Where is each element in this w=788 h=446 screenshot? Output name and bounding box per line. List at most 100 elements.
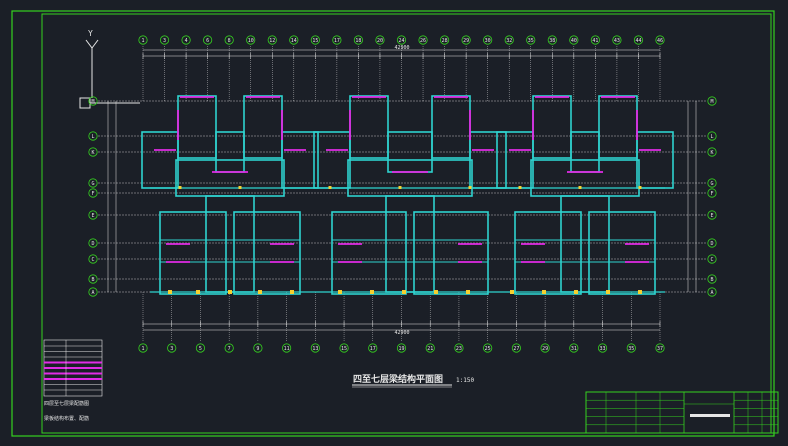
legend-caption-1: 四层至七层梁配筋图: [44, 400, 89, 407]
axis-bubble-left: F: [88, 188, 98, 198]
axis-bubble-circle: [353, 35, 364, 45]
column: [290, 290, 294, 294]
axis-bubble-bottom: 1: [138, 343, 148, 353]
axis-bubble-top: 4: [181, 35, 191, 45]
ucs-icon: [79, 39, 140, 109]
wall-room: [177, 95, 217, 159]
wall-room: [413, 211, 489, 295]
axis-bubble-label: 17: [370, 346, 376, 352]
column: [434, 290, 438, 294]
axis-bubble-circle: [267, 35, 277, 45]
column: [402, 290, 406, 294]
axis-bubble-label: B: [710, 277, 713, 283]
axis-bubble-right: B: [707, 274, 717, 284]
title-block-frame: [585, 391, 779, 434]
axis-bubble-bottom: 9: [253, 343, 263, 353]
axis-bubble-label: M: [91, 99, 94, 105]
axis-bubble-top: 38: [547, 35, 557, 45]
axis-bubble-circle: [224, 343, 234, 353]
axis-bubble-top: 35: [526, 35, 536, 45]
axis-bubble-circle: [88, 178, 98, 188]
axis-bubble-bottom: 17: [368, 343, 378, 353]
axis-bubble-label: K: [91, 150, 94, 156]
axis-bubble-label: K: [710, 150, 713, 156]
legend-table: [43, 339, 103, 397]
axis-bubble-circle: [461, 35, 471, 45]
axis-bubble-label: 43: [614, 38, 620, 44]
axis-bubble-bottom: 11: [282, 343, 292, 353]
axis-bubble-label: 40: [571, 38, 577, 44]
axis-bubble-circle: [88, 274, 98, 284]
axis-bubble-bottom: 33: [597, 343, 608, 353]
axis-bubble-top: 29: [461, 35, 471, 45]
axis-bubble-top: 32: [504, 35, 514, 45]
axis-bubble-label: 13: [312, 346, 318, 352]
axis-bubble-bottom: 27: [511, 343, 521, 353]
axis-bubble-left: L: [88, 131, 98, 141]
axis-bubble-circle: [339, 343, 349, 353]
axis-bubble-circle: [707, 210, 717, 220]
axis-bubble-label: 46: [657, 38, 663, 44]
wall-room: [331, 211, 407, 295]
axis-bubble-left: K: [88, 147, 98, 157]
axis-bubble-label: 1: [141, 38, 144, 44]
axis-bubble-label: 1: [141, 346, 144, 352]
column: [238, 186, 242, 189]
axis-bubble-label: 25: [485, 346, 491, 352]
axis-bubble-circle: [597, 343, 608, 353]
axis-bubble-label: 33: [600, 346, 606, 352]
axis-bubble-right: D: [707, 238, 717, 248]
axis-bubble-top: 3: [159, 35, 170, 45]
axis-bubble-top: 20: [375, 35, 385, 45]
column: [510, 290, 514, 294]
axis-bubble-label: 44: [635, 38, 641, 44]
axis-bubble-top: 12: [267, 35, 277, 45]
axis-bubble-circle: [707, 96, 717, 106]
drawing-scale: 1:150: [456, 377, 474, 384]
axis-bubble-label: 24: [398, 38, 404, 44]
axis-bubble-label: 41: [592, 38, 598, 44]
axis-bubble-label: 14: [291, 38, 297, 44]
axis-bubble-circle: [569, 343, 579, 353]
axis-bubble-circle: [707, 131, 717, 141]
axis-bubble-right: M: [707, 96, 717, 106]
axis-bubble-top: 30: [483, 35, 493, 45]
column: [542, 290, 546, 294]
axis-bubble-left: G: [88, 178, 98, 188]
axis-bubble-label: A: [91, 290, 94, 296]
axis-bubble-label: 4: [185, 38, 188, 44]
axis-bubble-top: 17: [332, 35, 342, 45]
axis-bubble-circle: [655, 35, 665, 45]
axis-bubble-bottom: 25: [483, 343, 493, 353]
axis-bubble-bottom: 15: [339, 343, 349, 353]
axis-bubble-left: D: [88, 238, 98, 248]
dimension-lines: [107, 49, 697, 331]
axis-bubble-label: 15: [312, 38, 318, 44]
axis-bubble-circle: [707, 274, 717, 284]
outer-frame: [11, 10, 775, 437]
axis-bubble-circle: [511, 343, 521, 353]
column: [606, 290, 610, 294]
column: [468, 186, 472, 189]
axis-bubble-bottom: 23: [454, 343, 464, 353]
axis-bubble-label: 23: [456, 346, 462, 352]
axis-bubble-right: A: [707, 287, 717, 297]
axis-bubble-right: C: [707, 254, 717, 264]
column: [398, 186, 402, 189]
axis-bubble-left: C: [88, 254, 98, 264]
axis-bubble-circle: [396, 343, 407, 353]
axis-bubble-label: 38: [549, 38, 555, 44]
axis-bubble-top: 15: [310, 35, 320, 45]
overall-dimension-bottom: 42900: [394, 330, 409, 336]
axis-bubble-circle: [707, 254, 717, 264]
axis-bubble-circle: [626, 343, 636, 353]
column: [466, 290, 470, 294]
axis-bubble-bottom: 29: [540, 343, 550, 353]
legend-caption-2: 梁板结构布置、配筋: [44, 415, 89, 422]
axis-bubble-circle: [707, 287, 717, 297]
axis-bubble-bottom: 31: [569, 343, 579, 353]
axis-bubble-label: D: [91, 241, 94, 247]
